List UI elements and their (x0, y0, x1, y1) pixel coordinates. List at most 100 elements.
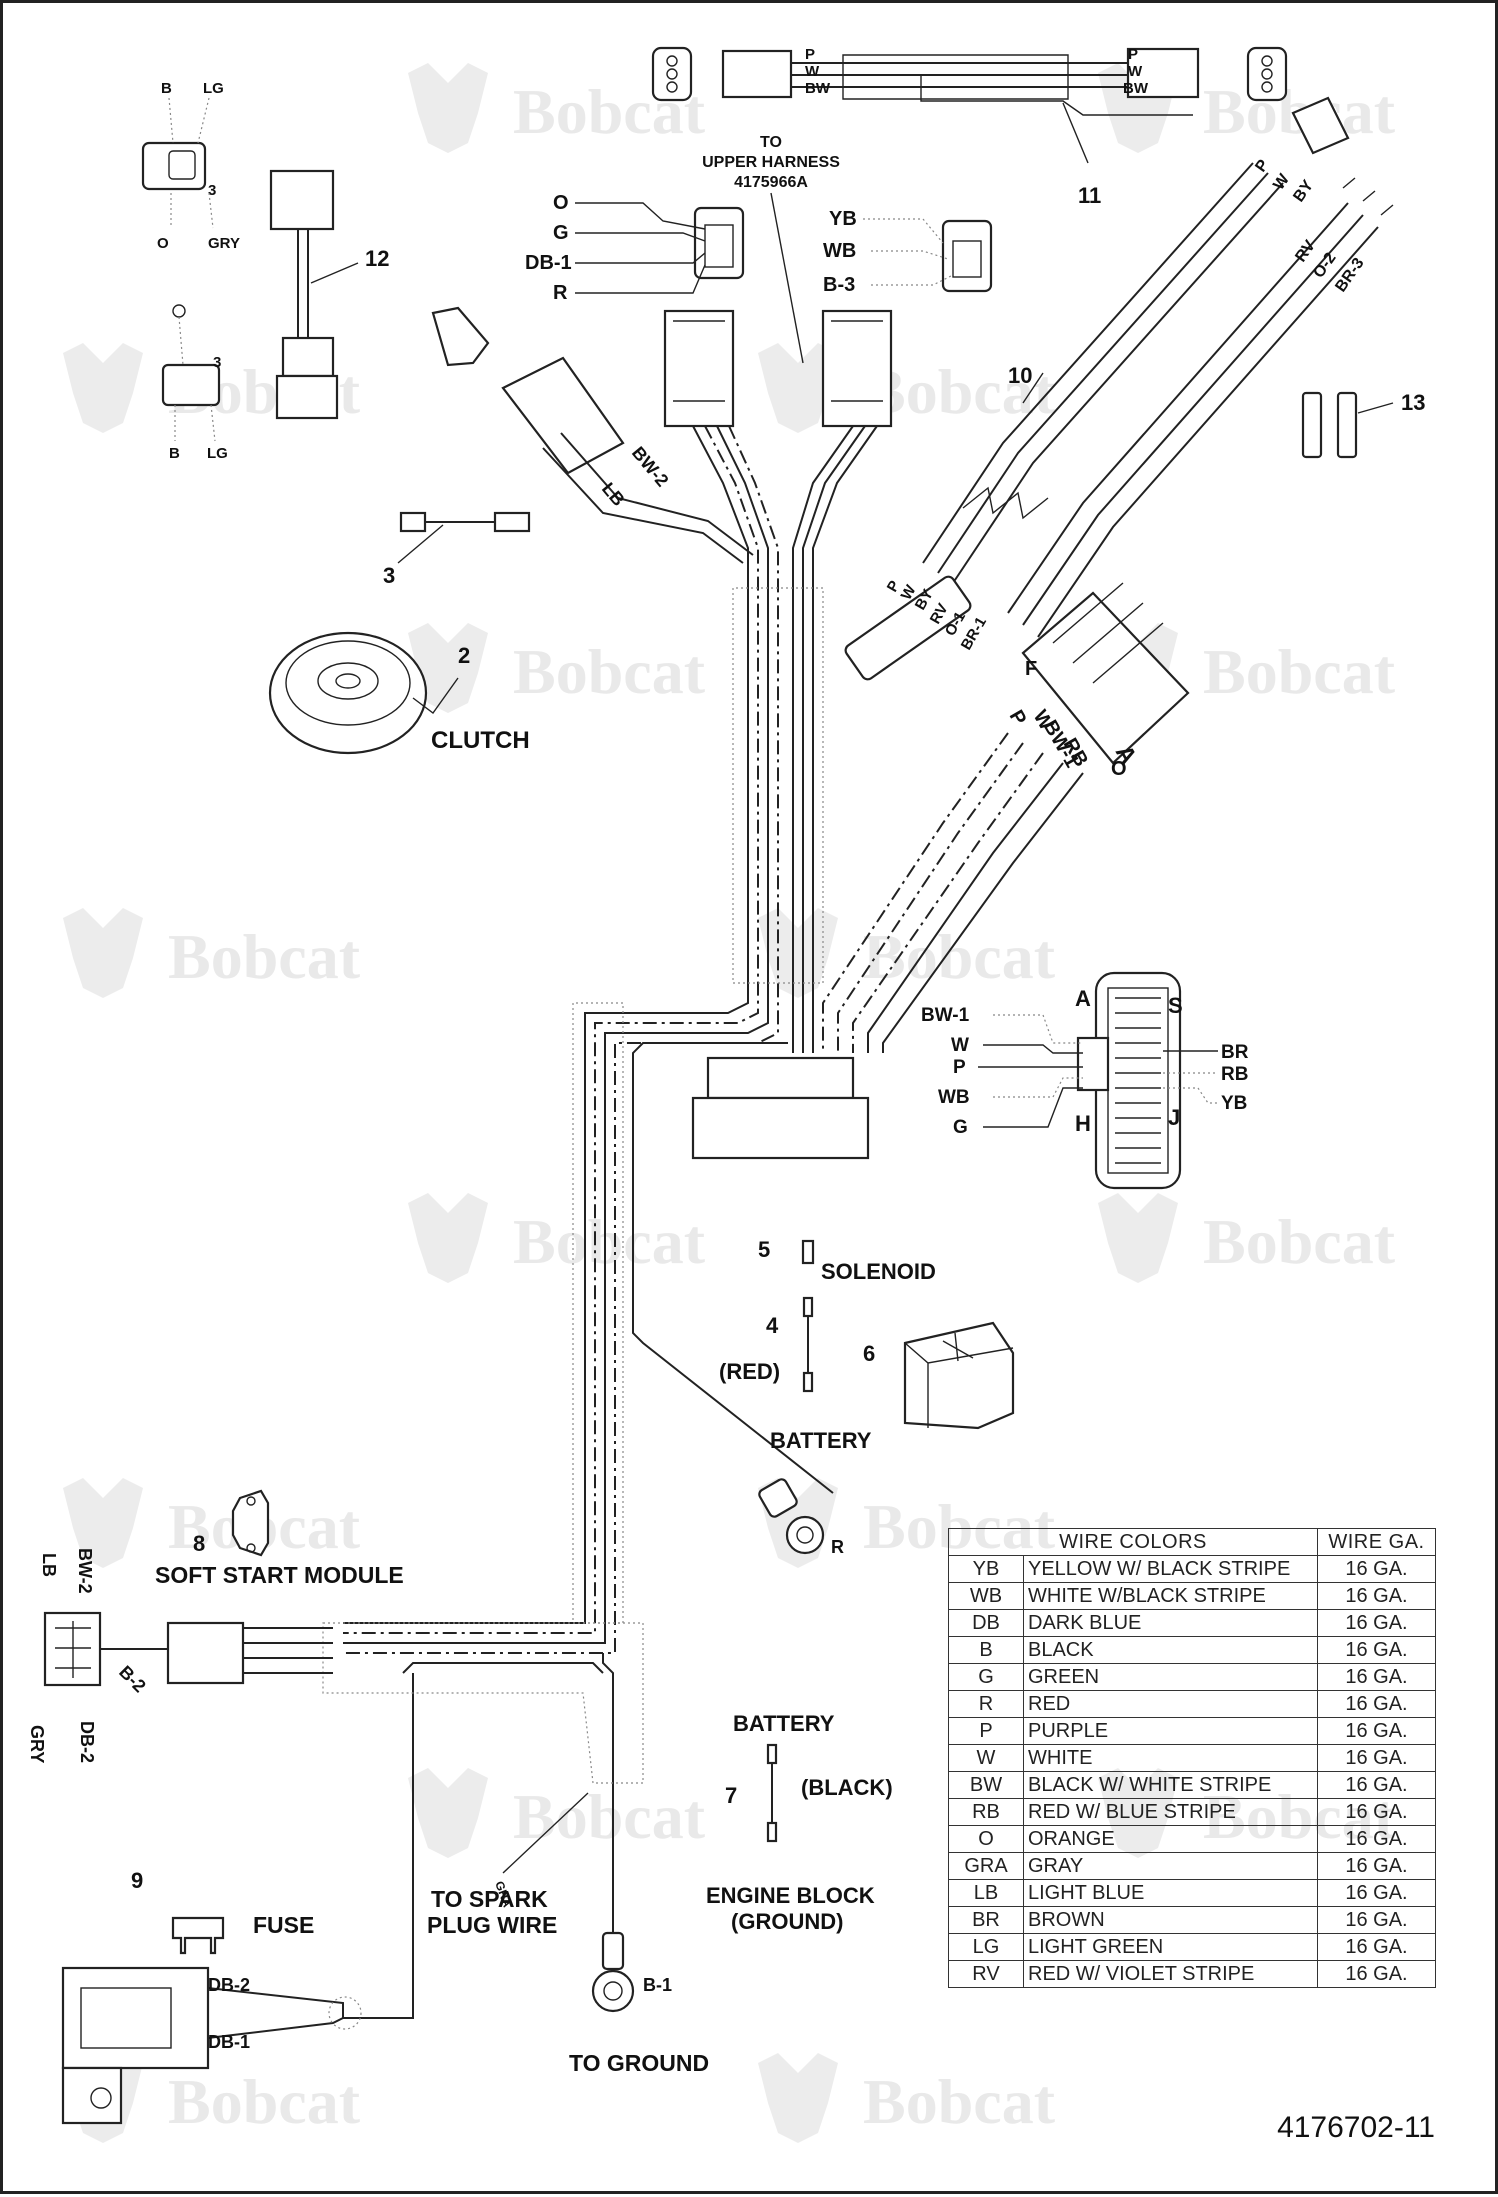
solenoid-part (801, 1239, 815, 1265)
fuse-holder-inner (80, 1987, 172, 2049)
wire-name: LIGHT BLUE (1023, 1879, 1318, 1907)
terminal (1336, 391, 1358, 459)
cable-end (802, 1296, 814, 1318)
callout-4: 4 (766, 1313, 779, 1338)
plug-11-left (651, 46, 693, 102)
wire-gauge: 16 GA. (1317, 1960, 1436, 1988)
wire-gauge: 16 GA. (1317, 1663, 1436, 1691)
trunk-wire-3 (343, 425, 769, 1644)
fuse-wire (343, 1673, 414, 2019)
connector-leaders (575, 202, 706, 294)
callout-6: 6 (863, 1341, 875, 1366)
watermark-text: Bobcat (513, 1206, 706, 1277)
pin-rows (1115, 997, 1161, 1164)
harness-11: P W BW P W BW 11 (651, 46, 1288, 208)
wire-tag: W (805, 63, 820, 80)
trunk-wire-2 (343, 425, 759, 1634)
wire-tag: B (161, 80, 172, 97)
watermark-text: Bobcat (863, 356, 1056, 427)
pin (1261, 68, 1273, 80)
watermark-text: Bobcat (513, 1781, 706, 1852)
wire-tag-db2: DB-2 (77, 1721, 97, 1763)
connector-3pin (941, 219, 993, 293)
wire-code: DB (948, 1609, 1024, 1637)
pin-leader (983, 1044, 1083, 1054)
callout-11: 11 (1078, 183, 1101, 208)
wire-code: BW (948, 1771, 1024, 1799)
wire-gauge: 16 GA. (1317, 1609, 1436, 1637)
clutch-hub (317, 662, 379, 700)
wire-gauge: 16 GA. (1317, 1906, 1436, 1934)
wire-name: LIGHT GREEN (1023, 1933, 1318, 1961)
wire-tag: BW (805, 80, 831, 97)
wire-tag: P (953, 1057, 966, 1078)
break-mark (962, 486, 1049, 520)
watermark-text: Bobcat (863, 921, 1056, 992)
solenoid-label: SOLENOID (821, 1259, 936, 1284)
harness-socket (166, 1621, 245, 1685)
callout-12: 12 (365, 246, 389, 271)
wire-gauge: 16 GA. (1317, 1879, 1436, 1907)
spark-line2: PLUG WIRE (427, 1912, 557, 1938)
connector-12-bottom-end (161, 363, 221, 407)
connector-12: B LG O GRY 3 12 3 B LG (141, 80, 389, 462)
ring-terminal-r (785, 1515, 825, 1555)
engine-block-line1: ENGINE BLOCK (706, 1883, 875, 1908)
harness-11-sleeve (842, 54, 1069, 100)
legend-header-row: WIRE COLORS WIRE GA. (948, 1528, 1436, 1556)
harness-11-wires (791, 62, 1128, 88)
battery-edges (904, 1342, 1014, 1428)
wire-tag: WB (823, 240, 856, 262)
small-connector (431, 306, 490, 367)
wire-name: PURPLE (1023, 1717, 1318, 1745)
legend-header-gauge: WIRE GA. (1317, 1528, 1436, 1556)
terminal-ends (1342, 177, 1394, 216)
engine-block-line2: (GROUND) (731, 1909, 843, 1934)
pin-leader (993, 1077, 1083, 1098)
wire-tag: WB (938, 1087, 970, 1108)
wire-code: R (948, 1690, 1024, 1718)
soft-start-module (231, 1489, 270, 1557)
trunk-wire-1 (343, 425, 749, 1624)
pin-cluster (704, 224, 734, 268)
splice-mark (328, 1996, 362, 2030)
clutch-lead (412, 677, 459, 714)
wire-tag-lb: LB (598, 479, 629, 510)
main-plug-ribs (1052, 582, 1164, 684)
main-plug-body (1021, 591, 1190, 765)
wire-name: WHITE W/BLACK STRIPE (1023, 1582, 1318, 1610)
clutch-bore (335, 673, 361, 689)
connector-12-upper (269, 169, 335, 231)
fuse-holder (61, 1966, 210, 2070)
housing-ribs (673, 320, 883, 402)
pin-marker (172, 304, 186, 318)
junction-sleeve (322, 1622, 644, 1784)
harness-10-wires-a (922, 162, 1284, 584)
terminal (1301, 391, 1323, 459)
bobcat-logo-watermark (1098, 1193, 1178, 1283)
jumper-end (493, 511, 531, 533)
wire-tag-gry: GRY (27, 1725, 47, 1763)
battery-lead-wire (632, 1042, 834, 1494)
callout-9: 9 (131, 1868, 143, 1893)
pin-leader (993, 1014, 1083, 1044)
legend-header-colors: WIRE COLORS (948, 1528, 1318, 1556)
wire-tag-bw2: BW-2 (75, 1548, 95, 1594)
battery-positive-label: BATTERY (770, 1428, 872, 1453)
wire-tag: LG (207, 445, 228, 462)
soft-start-label: SOFT START MODULE (155, 1562, 404, 1588)
connector-12-wires (297, 229, 309, 338)
wire-tag: R (553, 282, 568, 304)
connector-12-lower-body (281, 336, 335, 378)
wire-name: BLACK W/ WHITE STRIPE (1023, 1771, 1318, 1799)
